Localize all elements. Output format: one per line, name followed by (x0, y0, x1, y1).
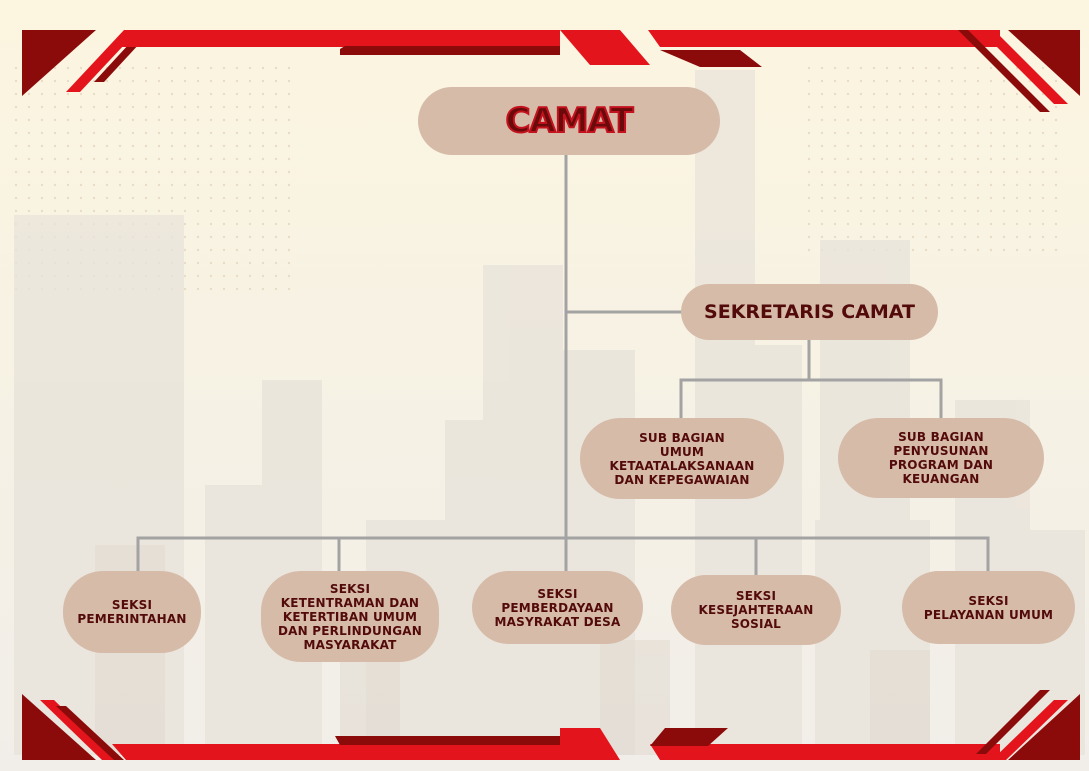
node-seksi-pemerintahan-label: SEKSI PEMERINTAHAN (77, 598, 187, 626)
node-sub-bagian-program-keuangan-label: SUB BAGIAN PENYUSUNAN PROGRAM DAN KEUANG… (888, 430, 994, 486)
node-seksi-pelayanan-umum: SEKSI PELAYANAN UMUM (902, 571, 1075, 644)
node-sekretaris-camat-label: SEKRETARIS CAMAT (704, 301, 915, 323)
node-seksi-pemberdayaan-label: SEKSI PEMBERDAYAAN MASYRAKAT DESA (494, 586, 621, 629)
node-seksi-kesejahteraan: SEKSI KESEJAHTERAAN SOSIAL (671, 575, 841, 645)
node-seksi-ketentraman: SEKSI KETENTRAMAN DAN KETERTIBAN UMUM DA… (261, 571, 439, 662)
node-seksi-pelayanan-umum-label: SEKSI PELAYANAN UMUM (923, 593, 1054, 622)
node-seksi-pemberdayaan: SEKSI PEMBERDAYAAN MASYRAKAT DESA (472, 571, 643, 644)
node-sub-bagian-umum-label: SUB BAGIAN UMUM KETAATALAKSANAAN DAN KEP… (609, 430, 755, 487)
node-camat-label: CAMAT (505, 100, 635, 142)
node-sekretaris-camat: SEKRETARIS CAMAT (681, 284, 938, 340)
node-seksi-ketentraman-label: SEKSI KETENTRAMAN DAN KETERTIBAN UMUM DA… (278, 581, 422, 652)
node-sub-bagian-program-keuangan: SUB BAGIAN PENYUSUNAN PROGRAM DAN KEUANG… (838, 418, 1044, 498)
node-camat: CAMAT (418, 87, 720, 155)
node-seksi-kesejahteraan-label: SEKSI KESEJAHTERAAN SOSIAL (698, 589, 814, 631)
node-seksi-pemerintahan: SEKSI PEMERINTAHAN (63, 571, 201, 653)
node-sub-bagian-umum: SUB BAGIAN UMUM KETAATALAKSANAAN DAN KEP… (580, 418, 784, 499)
